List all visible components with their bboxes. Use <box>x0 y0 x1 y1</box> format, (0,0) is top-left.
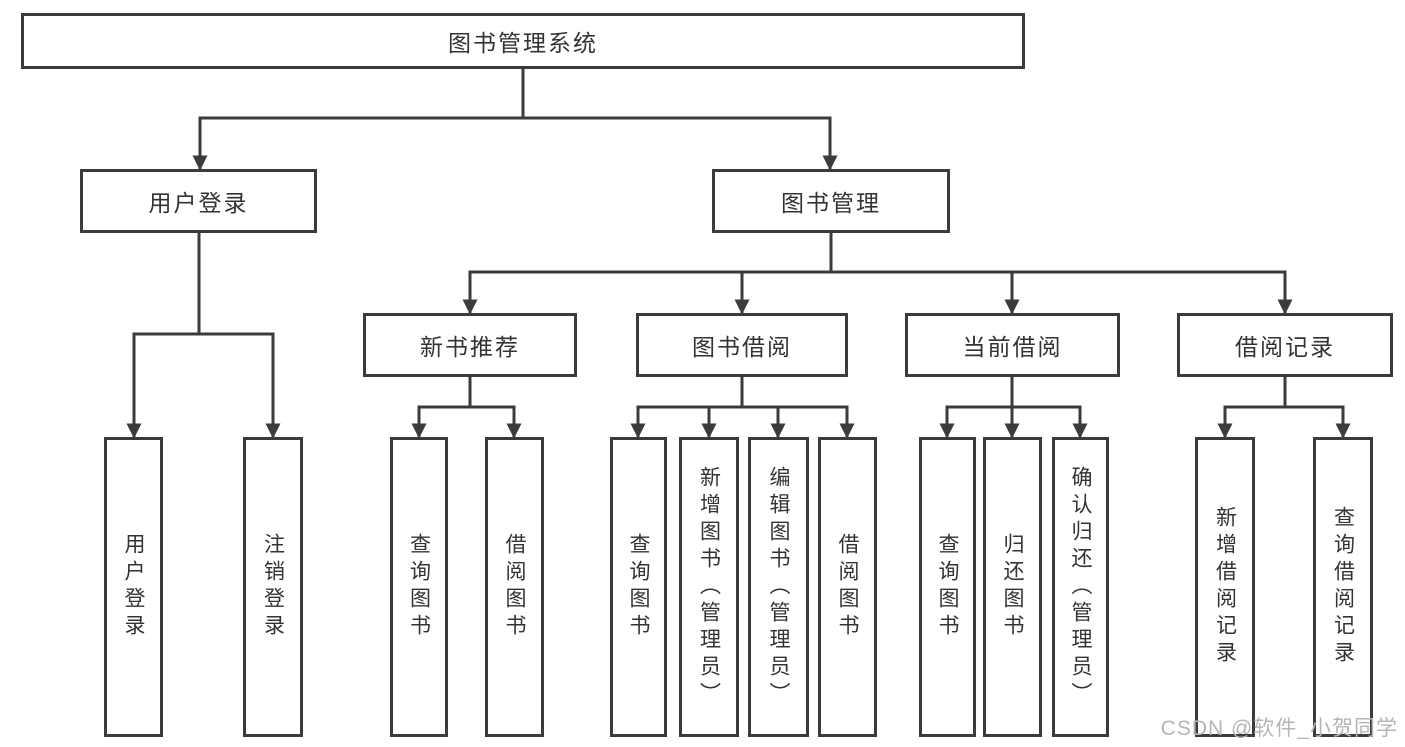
vertical-label: 借阅图书 <box>836 533 859 641</box>
vertical-label: 查询图书 <box>627 533 650 641</box>
leaf-logout-login: 注销登录 <box>243 437 303 737</box>
vertical-label: 查询借阅记录 <box>1331 506 1355 668</box>
vertical-label: 用户登录 <box>122 533 145 641</box>
node-book-management: 图书管理 <box>712 169 950 233</box>
csdn-watermark: CSDN @软件_小贺同学 <box>1160 717 1398 740</box>
leaf-borrowing-borrow-books: 借阅图书 <box>818 437 877 737</box>
vertical-label: 新增图书（管理员） <box>697 465 721 709</box>
node-library-management-system: 图书管理系统 <box>21 13 1025 69</box>
leaf-user-login: 用户登录 <box>104 437 163 737</box>
leaf-recommend-query-books: 查询图书 <box>390 437 448 737</box>
vertical-label: 查询图书 <box>407 533 431 641</box>
leaf-borrowing-edit-books-admin: 编辑图书（管理员） <box>748 437 809 737</box>
vertical-label: 编辑图书（管理员） <box>767 465 790 709</box>
leaf-records-query-borrow-record: 查询借阅记录 <box>1313 437 1373 737</box>
node-user-login: 用户登录 <box>80 169 317 233</box>
leaf-current-return-books: 归还图书 <box>983 437 1042 737</box>
node-borrowing-records: 借阅记录 <box>1177 313 1393 377</box>
leaf-borrowing-add-books-admin: 新增图书（管理员） <box>679 437 739 737</box>
vertical-label: 新增借阅记录 <box>1213 506 1237 668</box>
vertical-label: 查询图书 <box>936 533 959 641</box>
leaf-records-add-borrow-record: 新增借阅记录 <box>1195 437 1255 737</box>
leaf-borrowing-query-books: 查询图书 <box>610 437 667 737</box>
vertical-label: 借阅图书 <box>503 533 526 641</box>
node-book-borrowing: 图书借阅 <box>636 313 848 377</box>
leaf-current-confirm-return-admin: 确认归还（管理员） <box>1052 437 1109 737</box>
vertical-label: 注销登录 <box>261 533 285 641</box>
leaf-recommend-borrow-books: 借阅图书 <box>485 437 544 737</box>
node-current-borrowing: 当前借阅 <box>905 313 1120 377</box>
leaf-current-query-books: 查询图书 <box>919 437 976 737</box>
node-new-book-recommendation: 新书推荐 <box>363 313 577 377</box>
vertical-label: 归还图书 <box>1001 533 1024 641</box>
vertical-label: 确认归还（管理员） <box>1069 465 1092 709</box>
